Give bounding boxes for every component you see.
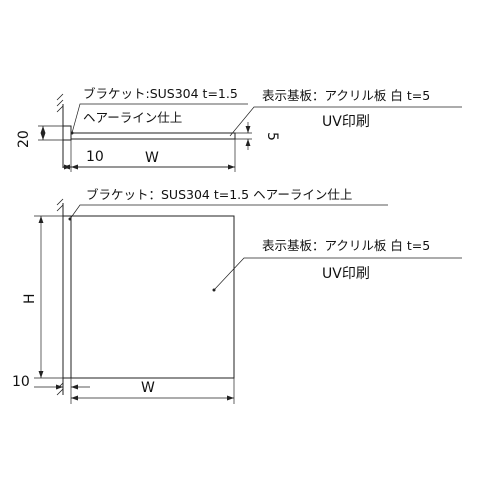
front-acrylic-panel <box>70 215 235 379</box>
top-view: ブラケット:SUS304 t=1.5 ヘアーライン仕上 表示基板：アクリル板 白… <box>16 86 462 172</box>
top-acrylic-panel <box>70 132 236 140</box>
front-bracket-note: ブラケット：SUS304 t=1.5 ヘアーライン仕上 <box>86 187 352 202</box>
top-bracket-leader-dot <box>70 131 74 135</box>
top-wall-hatch <box>56 93 64 113</box>
top-bracket <box>62 125 72 141</box>
top-dim20-label: 20 <box>16 130 32 148</box>
front-view: ブラケット：SUS304 t=1.5 ヘアーライン仕上 表示基板：アクリル板 白… <box>12 187 462 404</box>
front-dimH-label: H <box>22 293 38 304</box>
front-print-note: UV印刷 <box>322 266 370 282</box>
top-panel-leader <box>229 106 462 137</box>
top-bracket-leader <box>71 103 248 134</box>
top-dimW-label: W <box>145 150 159 166</box>
top-dim5-label: 5 <box>264 132 280 141</box>
front-bracket <box>62 215 72 379</box>
front-panel-leader-dot <box>212 288 216 292</box>
top-dim10-label: 10 <box>86 149 104 165</box>
front-wall-hatch-top <box>56 198 64 212</box>
front-dim10-label: 10 <box>12 374 30 390</box>
top-bracket-finish: ヘアーライン仕上 <box>83 110 182 125</box>
front-dimW-label: W <box>141 380 155 396</box>
top-panel-note: 表示基板：アクリル板 白 t=5 <box>262 88 430 103</box>
top-print-note: UV印刷 <box>322 114 370 130</box>
front-bracket-leader <box>69 204 388 220</box>
top-bracket-note: ブラケット:SUS304 t=1.5 <box>83 86 238 101</box>
front-bracket-leader-dot <box>68 217 72 221</box>
front-panel-note: 表示基板：アクリル板 白 t=5 <box>262 238 430 253</box>
front-panel-leader <box>213 257 462 291</box>
front-wall-hatch-bottom <box>56 382 64 396</box>
